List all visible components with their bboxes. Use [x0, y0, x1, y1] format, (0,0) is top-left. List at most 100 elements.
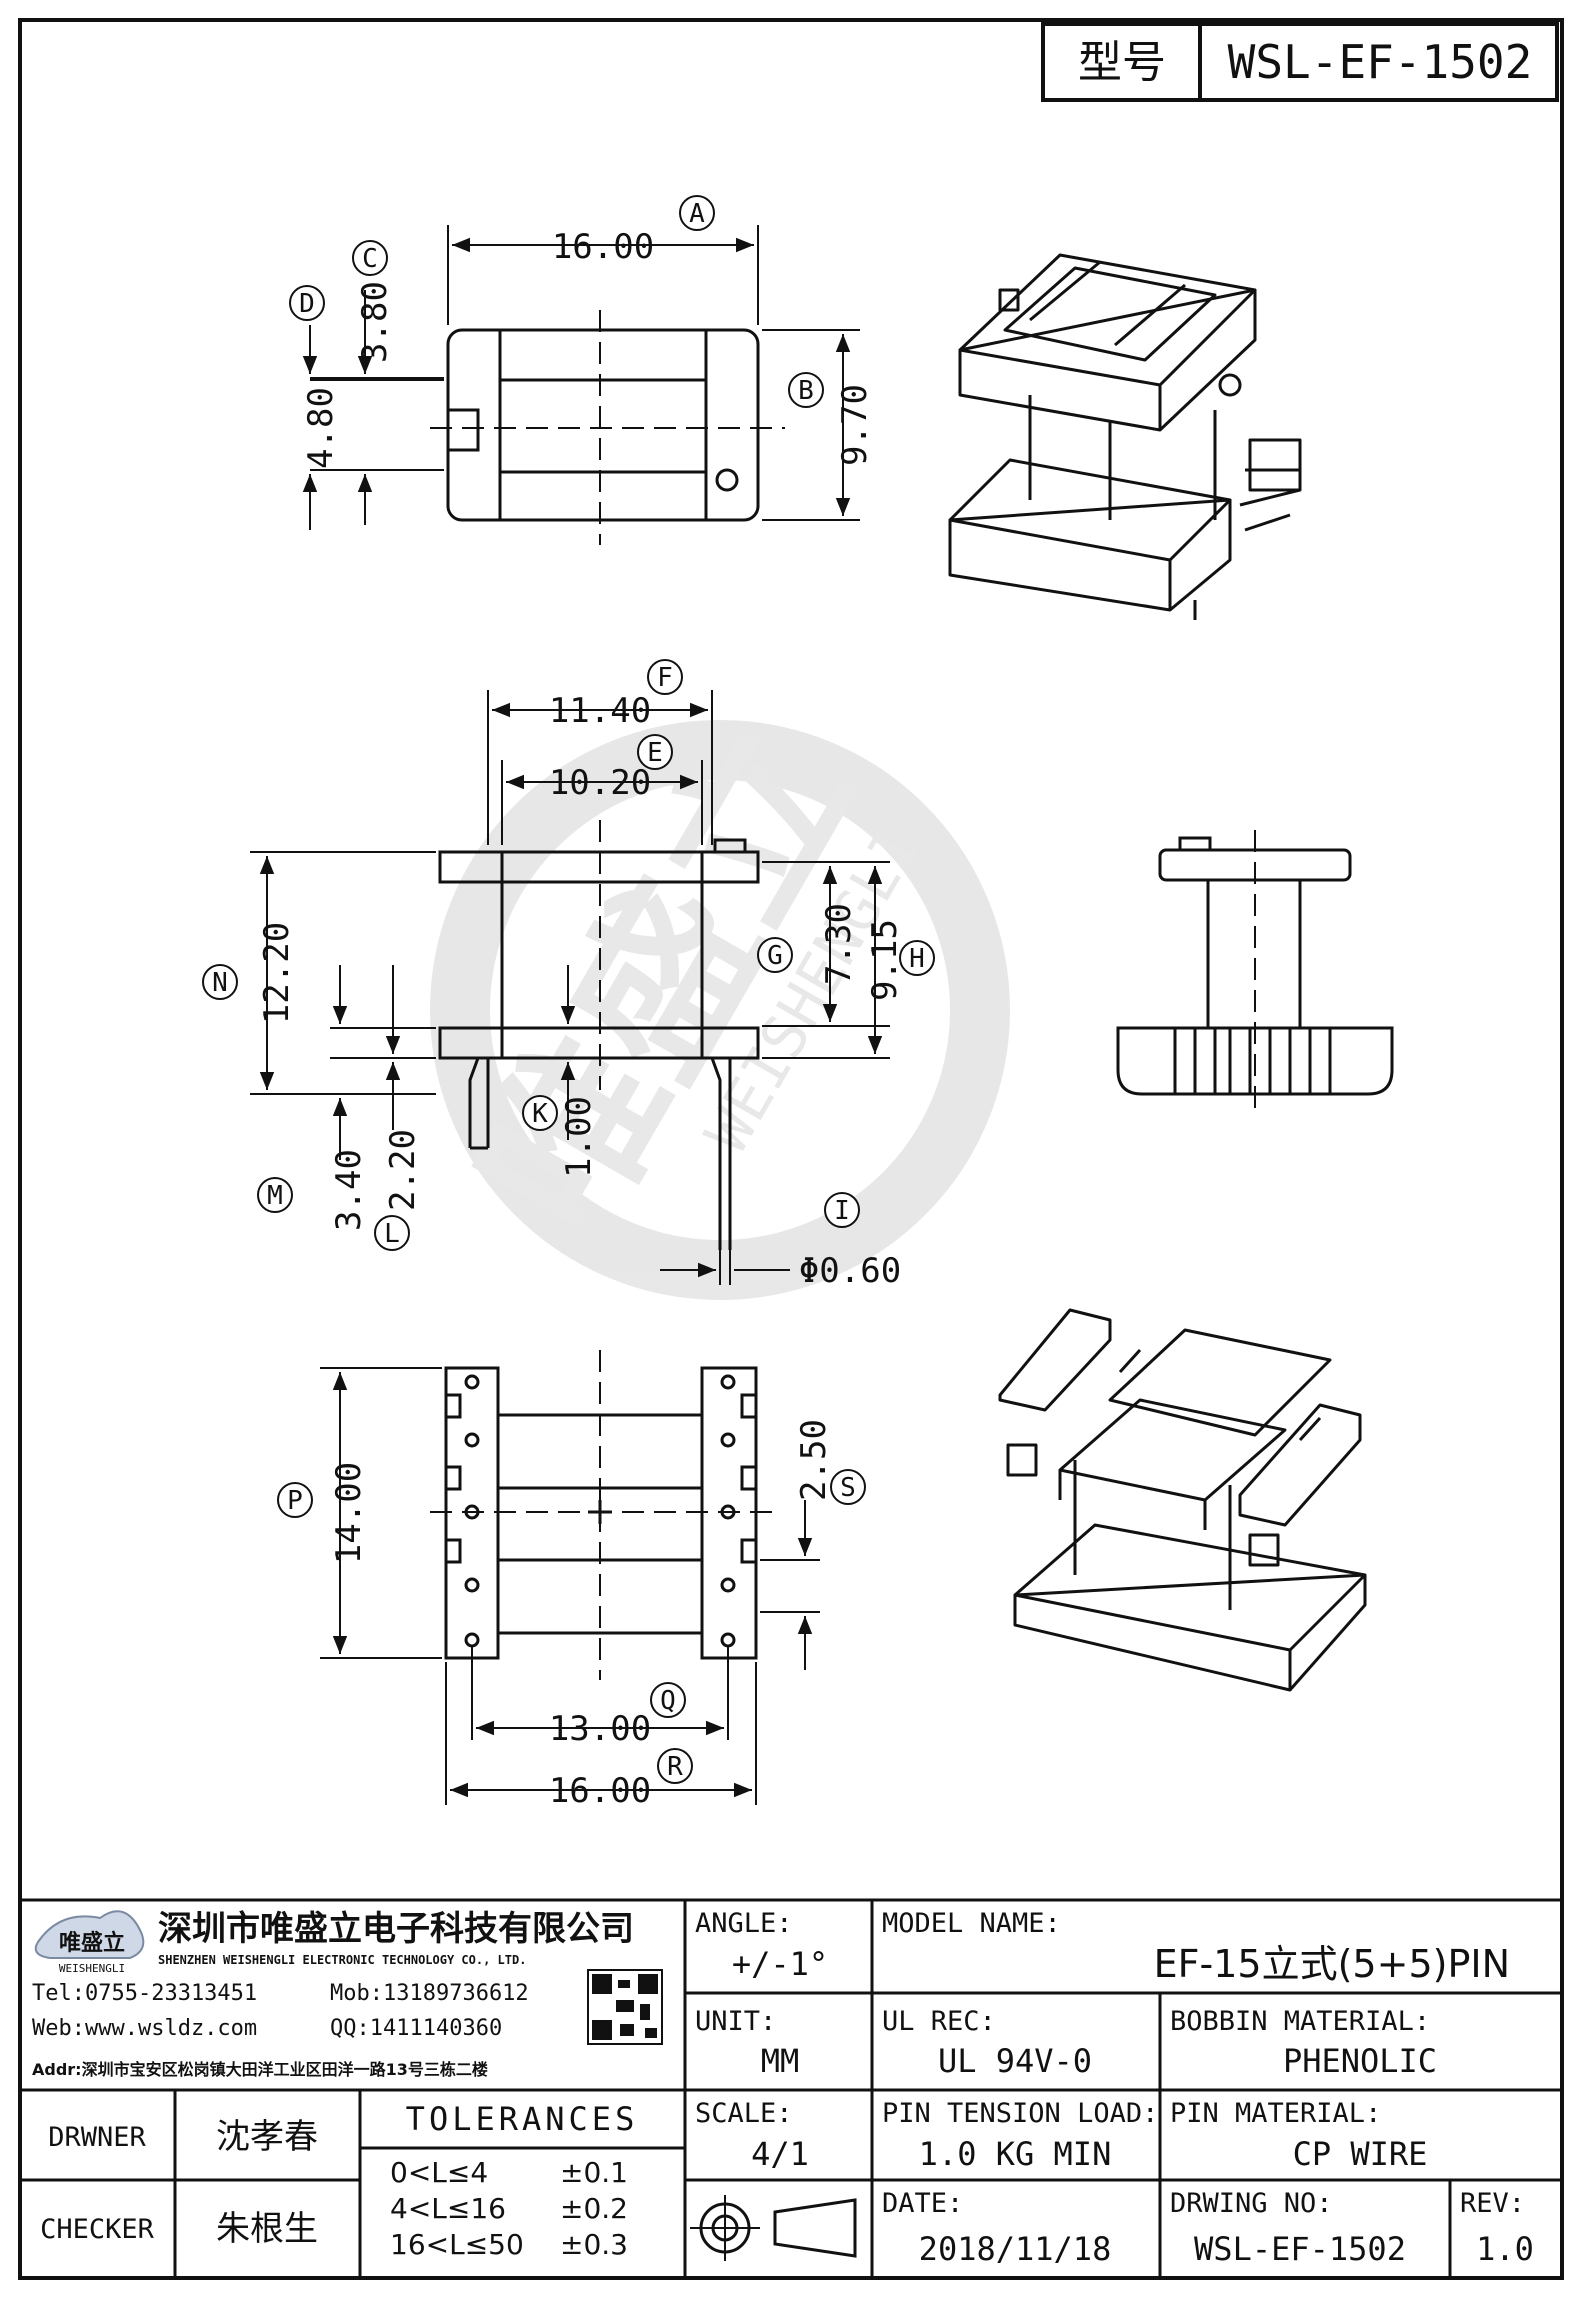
dim-n-marker [202, 964, 238, 1000]
ul-label: UL REC: [882, 2006, 996, 2037]
front-view [438, 820, 760, 1250]
tolerance-value-1: ±0.1 [560, 2156, 628, 2189]
drawer-label: DRWNER [48, 2122, 146, 2153]
checker-label: CHECKER [40, 2214, 155, 2245]
dim-c-marker [352, 240, 388, 276]
dim-p-marker [277, 1482, 313, 1518]
tolerance-range-1: 0<L≤4 [390, 2156, 488, 2189]
dim-e-value: 10.20 [549, 763, 651, 803]
isometric-view-top [948, 253, 1302, 620]
dim-r-value: 16.00 [549, 1771, 651, 1811]
dim-s-value: 2.50 [794, 1419, 834, 1501]
tension-label: PIN TENSION LOAD: [882, 2098, 1158, 2129]
company-name-en: SHENZHEN WEISHENGLI ELECTRONIC TECHNOLOG… [158, 1953, 526, 1967]
bobbin-value: PHENOLIC [1283, 2042, 1437, 2080]
bobbin-label: BOBBIN MATERIAL: [1170, 2006, 1430, 2037]
dim-i-value: Φ0.60 [799, 1251, 901, 1291]
dim-a-value: 16.00 [552, 227, 654, 267]
top-view-dimensions [302, 225, 860, 530]
dim-p-letter: P [287, 1486, 303, 1516]
date-value: 2018/11/18 [919, 2230, 1112, 2268]
dim-i-letter: I [834, 1196, 850, 1226]
dim-d-marker [289, 285, 325, 321]
tolerances-label: TOLERANCES [406, 2100, 639, 2138]
projection-symbol-icon [690, 2195, 857, 2261]
outer-border [18, 18, 1564, 2280]
dim-a-letter: A [689, 199, 705, 229]
dim-f-letter: F [657, 663, 673, 693]
dim-l-value: 2.20 [383, 1129, 423, 1211]
company-logo: 唯盛立 WEISHENGLI [34, 1910, 145, 1975]
dim-q-marker [650, 1682, 686, 1718]
unit-label: UNIT: [695, 2006, 776, 2037]
dim-r-marker [657, 1748, 693, 1784]
dim-r-letter: R [667, 1752, 683, 1782]
dim-c-letter: C [362, 244, 378, 274]
rev-label: REV: [1460, 2188, 1525, 2219]
dim-b-marker [788, 372, 824, 408]
dim-k-letter: K [532, 1099, 548, 1129]
front-view-dimensions [250, 690, 890, 1285]
logo-sub: WEISHENGLI [59, 1962, 125, 1975]
drawer-value: 沈孝春 [216, 2117, 318, 2157]
dim-e-marker [637, 734, 673, 770]
dim-k-value: 1.00 [559, 1096, 599, 1178]
dim-c-value: 3.80 [355, 281, 395, 363]
company-qq: QQ:1411140360 [330, 2016, 502, 2041]
tolerance-value-3: ±0.3 [560, 2228, 628, 2261]
scale-label: SCALE: [695, 2098, 793, 2129]
company-web: Web:www.wsldz.com [32, 2016, 257, 2041]
dim-l-letter: L [384, 1219, 400, 1249]
company-name-zh: 深圳市唯盛立电子科技有限公司 [158, 1909, 634, 1949]
angle-label: ANGLE: [695, 1908, 793, 1939]
tolerance-range-2: 4<L≤16 [390, 2192, 506, 2225]
dim-f-value: 11.40 [549, 691, 651, 731]
dim-d-value: 4.80 [301, 387, 341, 469]
dim-q-value: 13.00 [549, 1709, 651, 1749]
pin-material-label: PIN MATERIAL: [1170, 2098, 1381, 2129]
dim-l-marker [374, 1215, 410, 1251]
header-model-box: 型号 WSL-EF-1502 [1041, 22, 1559, 102]
dim-n-value: 12.20 [257, 922, 297, 1024]
type-label: 型号 [1078, 37, 1166, 88]
ul-value: UL 94V-0 [938, 2042, 1092, 2080]
unit-value: MM [761, 2042, 800, 2080]
top-view [430, 310, 785, 545]
company-mob: Mob:13189736612 [330, 1981, 529, 2006]
tolerance-range-3: 16<L≤50 [390, 2228, 524, 2261]
dim-d-letter: D [299, 289, 315, 319]
tension-value: 1.0 KG MIN [919, 2135, 1112, 2173]
dim-p-value: 14.00 [329, 1462, 369, 1564]
qr-code-icon [587, 1969, 663, 2045]
scale-value: 4/1 [751, 2135, 809, 2173]
model-name-value: EF-15立式(5+5)PIN [1154, 1942, 1510, 1986]
bottom-view [430, 1350, 775, 1680]
drawing-no-value: WSL-EF-1502 [1194, 2230, 1406, 2268]
dim-f-marker [647, 659, 683, 695]
dim-i-marker [824, 1192, 860, 1228]
dim-b-letter: B [798, 376, 814, 406]
dim-a-marker [679, 195, 715, 231]
rev-value: 1.0 [1476, 2230, 1534, 2268]
dim-m-value: 3.40 [329, 1149, 369, 1231]
dim-h-marker [899, 940, 935, 976]
dim-m-marker [257, 1177, 293, 1213]
angle-value: +/-1° [732, 1945, 828, 1983]
dim-e-letter: E [647, 738, 663, 768]
company-tel: Tel:0755-23313451 [32, 1981, 257, 2006]
pin-material-value: CP WIRE [1293, 2135, 1428, 2173]
dim-s-letter: S [840, 1473, 856, 1503]
bottom-view-dimensions [320, 1367, 820, 1805]
logo-text: 唯盛立 [59, 1930, 125, 1956]
dim-s-marker [830, 1469, 866, 1505]
isometric-view-bottom [998, 1308, 1367, 1692]
dim-n-letter: N [212, 968, 228, 998]
model-code: WSL-EF-1502 [1228, 35, 1533, 89]
model-name-label: MODEL NAME: [882, 1908, 1061, 1939]
dim-b-value: 9.70 [835, 384, 875, 466]
side-view [1116, 830, 1394, 1110]
dim-k-marker [522, 1095, 558, 1131]
dim-m-letter: M [267, 1181, 283, 1211]
dim-q-letter: Q [660, 1686, 676, 1716]
